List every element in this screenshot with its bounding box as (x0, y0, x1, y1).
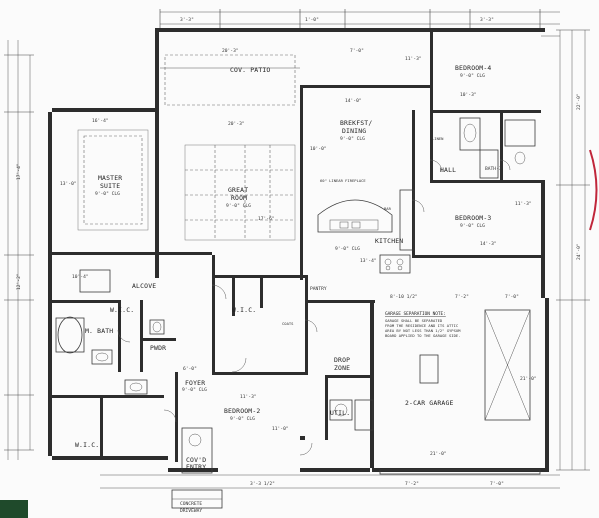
room-label-pwdr: PWDR (150, 344, 166, 352)
room-label-alcove: ALCOVE (132, 282, 156, 290)
dim-garage-width: 21'-0" (430, 451, 447, 457)
room-label-bedroom-3: BEDROOM-3 (455, 214, 491, 222)
room-label-great: GREAT (228, 186, 248, 194)
dimension-lines (4, 9, 590, 489)
misc-labels: 60" LINEAR FIREPLACE BAR LINEN COATS (282, 136, 444, 326)
dim-foyer-width: 6'-0" (183, 366, 197, 372)
dim-top-1: 3'-3" (180, 17, 194, 23)
dim-side-left-2: 12'-2" (16, 273, 22, 290)
ceiling-master: 9'-0" CLG (95, 191, 120, 197)
room-label-util: UTIL. (330, 409, 350, 417)
room-label-entry: ENTRY (186, 463, 206, 471)
ceiling-grid (77, 54, 300, 241)
garage-note-line-4: BOARD APPLIED TO THE GARAGE SIDE. (385, 333, 460, 338)
garage-note-title: GARAGE SEPARATION NOTE: (385, 311, 446, 317)
dim-top-right: 3'-3" (480, 17, 494, 23)
dim-patio-width: 20'-3" (222, 48, 239, 54)
garage-note-line-2: FROM THE RESIDENCE AND ITS ATTIC (385, 323, 458, 328)
dim-kitchen-depth: 13'-4" (360, 258, 377, 264)
door-swings (117, 159, 511, 456)
garage-note: GARAGE SEPARATION NOTE: GARAGE SHALL BE … (385, 311, 461, 338)
dim-bed3-depth: 11'-3" (515, 201, 532, 207)
label-concrete: CONCRETE (180, 501, 202, 507)
room-label-master: MASTER (98, 174, 122, 182)
room-label-drop: DROP (334, 356, 350, 364)
dim-bed4-depth: 11'-3" (405, 56, 422, 62)
room-label-bedroom-2: BEDROOM-2 (224, 407, 260, 415)
dim-breakfast-width: 14'-0" (345, 98, 362, 104)
dim-bottom-1: 3'-3 1/2" (250, 481, 275, 487)
room-label-wic-bed2: W.I.C. (75, 441, 99, 449)
dimension-labels: 20'-3" 7'-0" 3'-3" 10'-3" 11'-3" 14'-0" … (16, 17, 582, 487)
dim-garage-top-2: 7'-2" (455, 294, 469, 300)
dim-bed2-depth: 11'-0" (272, 426, 289, 432)
corner-tab (0, 500, 28, 518)
room-labels: COV. PATIO BEDROOM-4 9'-0" CLG BREKFST/ … (75, 64, 502, 514)
interior-walls (52, 32, 541, 462)
dim-great-depth: 17'-6" (258, 216, 275, 222)
fireplace-note: 60" LINEAR FIREPLACE (320, 178, 366, 183)
room-label-master-wic: W.I.C. (110, 306, 134, 314)
dim-master-depth: 13'-0" (60, 181, 77, 187)
dim-patio-depth: 7'-0" (350, 48, 364, 54)
ceiling-breakfast: 9'-0" CLG (340, 136, 365, 142)
dim-side-right-1: 22'-0" (576, 93, 582, 110)
room-label-suite: SUITE (100, 182, 120, 190)
dim-bottom-2: 7'-2" (405, 481, 419, 487)
dim-garage-depth: 21'-0" (520, 376, 537, 382)
bath-fixtures (55, 117, 536, 395)
label-driveway: DRIVEWAY (180, 508, 202, 514)
dim-bed2-width: 11'-3" (240, 394, 257, 400)
dim-garage-top-3: 7'-0" (505, 294, 519, 300)
room-label-hall: HALL (440, 166, 456, 174)
ceiling-foyer: 9'-0" CLG (182, 387, 207, 393)
room-label-foyer: FOYER (185, 379, 205, 387)
room-label-cov-patio: COV. PATIO (230, 66, 270, 74)
dim-breakfast-depth: 10'-0" (310, 146, 327, 152)
dim-great-width: 20'-3" (228, 121, 245, 127)
ceiling-great: 9'-0" CLG (226, 203, 251, 209)
coats-label: COATS (282, 321, 294, 326)
ceiling-bed3: 9'-0" CLG (460, 223, 485, 229)
room-label-breakfast: BREKFST/ (340, 119, 372, 127)
linen-label: LINEN (432, 136, 444, 141)
room-label-garage: 2-CAR GARAGE (405, 399, 454, 407)
dim-bed4-width: 10'-3" (460, 92, 477, 98)
annotation-red-arc (589, 149, 598, 231)
room-label-room: ROOM (231, 194, 247, 202)
ceiling-kitchen: 9'-0" CLG (335, 246, 360, 252)
garage-note-line-1: GARAGE SHALL BE SEPARATED (385, 318, 443, 323)
dim-side-right-2: 24'-0" (576, 243, 582, 260)
garage-note-line-3: AREA BY NOT LESS THAN 1/2" GYPSUM (385, 328, 461, 333)
room-label-bedroom-4: BEDROOM-4 (455, 64, 491, 72)
dim-side-left-1: 17'-4" (16, 163, 22, 180)
garage-details (329, 309, 541, 475)
dim-bottom-3: 7'-0" (490, 481, 504, 487)
dim-bed3-width: 14'-3" (480, 241, 497, 247)
dim-master-width: 16'-4" (92, 118, 109, 124)
ceiling-bed2: 9'-0" CLG (230, 416, 255, 422)
room-label-kitchen: KITCHEN (375, 237, 403, 245)
dim-m-bath-width: 10'-4" (72, 274, 89, 280)
ceiling-bed4: 9'-0" CLG (460, 73, 485, 79)
bar-label: BAR (384, 206, 392, 211)
entry-details (171, 427, 223, 509)
exterior-walls (48, 28, 549, 472)
room-label-wic: W.I.C. (232, 306, 256, 314)
room-label-zone: ZONE (334, 364, 350, 372)
room-label-dining: DINING (342, 127, 366, 135)
room-label-bath-3: BATH-3 (485, 166, 502, 172)
room-label-m-bath: M. BATH (85, 327, 113, 335)
room-label-pantry: PANTRY (310, 286, 327, 292)
dim-top-2: 1'-0" (305, 17, 319, 23)
room-label-covd: COV'D (186, 456, 206, 464)
dim-garage-top-1: 8'-10 1/2" (390, 294, 418, 300)
kitchen-island (317, 189, 415, 274)
